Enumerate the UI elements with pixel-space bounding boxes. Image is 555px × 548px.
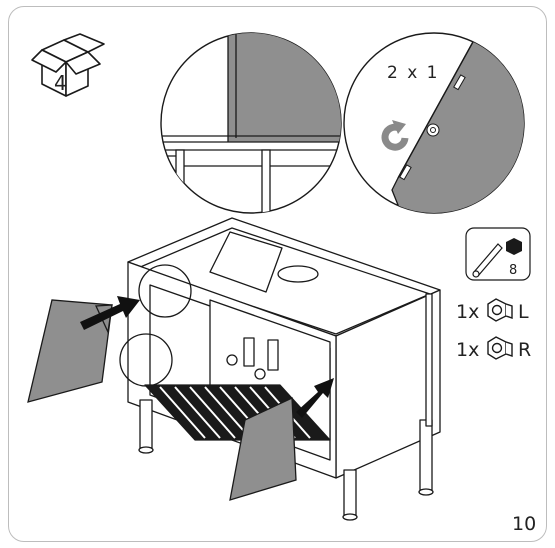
tool-size-label: 8 <box>509 263 517 278</box>
detail-circle-fastener: 2 x 1 <box>343 32 525 214</box>
detail-circle-frame <box>160 32 342 214</box>
insert-arrow-left <box>80 296 140 330</box>
part-side-left: L <box>518 301 529 323</box>
fireplace-frame <box>127 217 441 521</box>
tool-callout: 8 <box>465 227 531 281</box>
callout-circle-upper <box>138 264 192 318</box>
part-qty-left: 1x <box>456 301 479 323</box>
nut-icon-left <box>487 298 513 322</box>
box-step-icon: 4 <box>31 33 105 97</box>
part-row-right: 1x R <box>456 336 531 361</box>
callout-circle-lower <box>119 333 173 387</box>
parts-list: 1x L 1x R <box>456 298 531 361</box>
detail-quantity-label: 2 x 1 <box>387 63 440 83</box>
rotate-icon <box>381 120 409 151</box>
hex-icon <box>506 238 522 255</box>
page-number: 10 <box>512 513 536 535</box>
part-qty-right: 1x <box>456 339 479 361</box>
part-row-left: 1x L <box>456 298 529 323</box>
right-side-panel <box>229 397 297 501</box>
nut-icon-right <box>487 336 513 360</box>
insert-arrow-right <box>296 378 334 418</box>
part-side-right: R <box>518 339 531 361</box>
wrench-icon <box>472 243 503 278</box>
box-step-number: 4 <box>54 71 67 95</box>
